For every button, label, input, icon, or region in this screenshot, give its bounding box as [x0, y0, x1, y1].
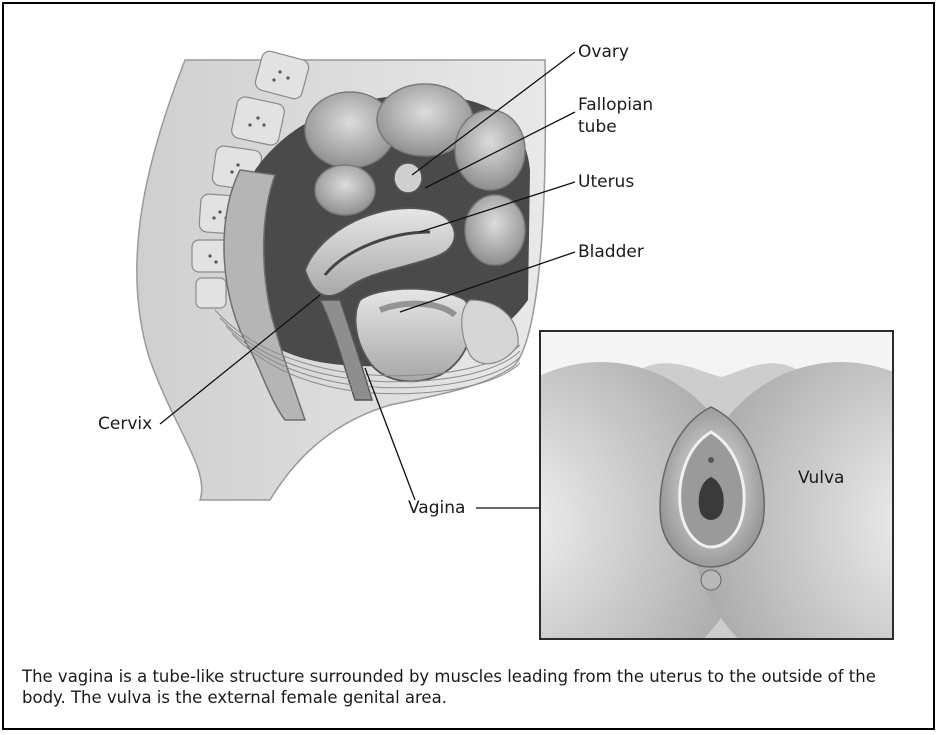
label-vagina: Vagina — [408, 498, 465, 518]
ovary — [394, 163, 422, 193]
figure-caption: The vagina is a tube-like structure surr… — [22, 666, 912, 708]
label-vulva: Vulva — [798, 468, 844, 488]
label-bladder: Bladder — [578, 242, 644, 262]
label-fallopian-tube-line1: Fallopian — [578, 95, 653, 115]
label-cervix: Cervix — [98, 414, 152, 434]
label-fallopian-tube-line2: tube — [578, 117, 617, 137]
label-uterus: Uterus — [578, 172, 634, 192]
label-ovary: Ovary — [578, 42, 629, 62]
